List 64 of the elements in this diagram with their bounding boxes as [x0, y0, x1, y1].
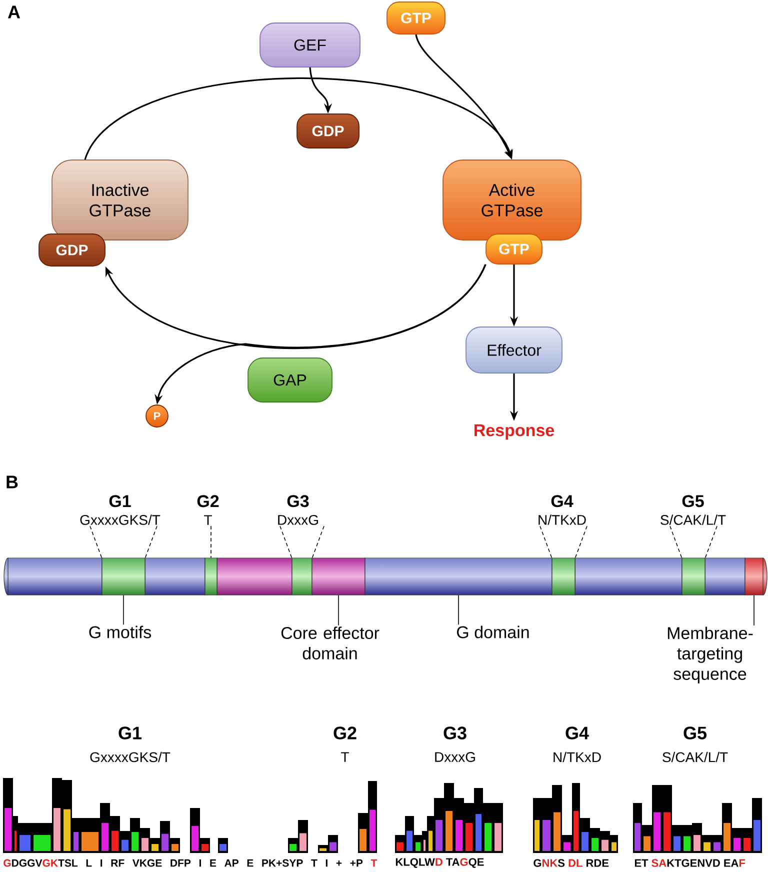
motif-segment — [682, 558, 706, 596]
motif-label: G3 DxxxG — [278, 495, 318, 525]
response-text: Response — [474, 424, 554, 440]
domain-segment — [744, 558, 764, 596]
label: G — [534, 859, 542, 867]
motif-name: G3 — [444, 726, 466, 740]
label: DGGV — [12, 859, 42, 867]
label: DL — [568, 859, 582, 867]
label: EA — [724, 859, 738, 867]
label: GK — [42, 859, 58, 867]
region-label: Core effector domain — [281, 626, 380, 660]
motif-segment — [102, 558, 146, 596]
motif-name: G1 — [118, 726, 142, 740]
label: NK — [542, 859, 558, 867]
leader-line — [458, 594, 459, 625]
label: TA — [446, 858, 460, 866]
motif-segment — [292, 558, 312, 596]
region-label: G motifs — [89, 626, 152, 638]
sequence-text: KLQLWD TAGQE — [396, 858, 484, 868]
label: F — [739, 859, 746, 867]
motif-name: G4 — [566, 726, 589, 740]
leader-line — [338, 594, 339, 626]
label: RDE — [586, 859, 609, 867]
label: SA — [652, 859, 666, 867]
circle-badge: P — [146, 404, 168, 428]
motif-pattern: T — [341, 752, 349, 762]
label: QE — [468, 858, 484, 868]
motif-pattern: N/TKxD — [554, 752, 601, 762]
label: KTGENVD — [667, 859, 720, 867]
label: T — [370, 859, 378, 867]
motif-name: G2 — [334, 726, 356, 740]
motif-pattern: GxxxxGKS/T — [90, 752, 170, 762]
label: ET — [634, 859, 648, 867]
panel-letter: B — [6, 476, 18, 488]
motif-segment — [552, 558, 576, 596]
rounded-badge: GTP — [386, 2, 446, 34]
rounded-box: Effector — [466, 326, 562, 374]
motif-pattern: S/CAK/L/T — [662, 752, 728, 762]
label: S — [558, 859, 565, 867]
motif-pattern: DxxxG — [435, 752, 475, 762]
region-label: G domain — [457, 626, 529, 638]
motif-label: G1 GxxxxGKS/T — [80, 495, 160, 525]
motif-segment — [204, 558, 218, 596]
label: D — [436, 858, 442, 866]
sequence-text: GDGGVGKTSL L I RF VKGE DFP I E AP E PK+SYP T I + +P T — [4, 859, 378, 867]
motif-name: G5 — [684, 726, 707, 740]
motif-label: G4 N/TKxD — [538, 495, 586, 525]
arrow — [84, 77, 513, 160]
leader-line — [123, 594, 124, 625]
label: TSL L I RF VKGE DFP I E AP E PK+SYP T I + +P — [58, 859, 363, 867]
rounded-box: GEF — [260, 22, 360, 68]
label: KLQLW — [396, 858, 435, 868]
rounded-badge: GTP — [486, 234, 542, 264]
motif-label: G2 T — [197, 495, 219, 525]
rounded-box: GAP — [248, 358, 332, 402]
rounded-badge: GDP — [296, 114, 360, 148]
label: G — [4, 859, 11, 867]
region-label: Membrane-targeting sequence — [668, 626, 753, 684]
panel-letter: A — [8, 6, 20, 18]
motif-label: G5 S/CAK/L/T — [660, 495, 726, 525]
sequence-text: GNKS DL RDE — [534, 859, 609, 867]
sequence-text: ET SAKTGENVD EAF — [634, 859, 746, 867]
label: G — [460, 858, 468, 866]
rounded-badge: GDP — [38, 234, 106, 266]
